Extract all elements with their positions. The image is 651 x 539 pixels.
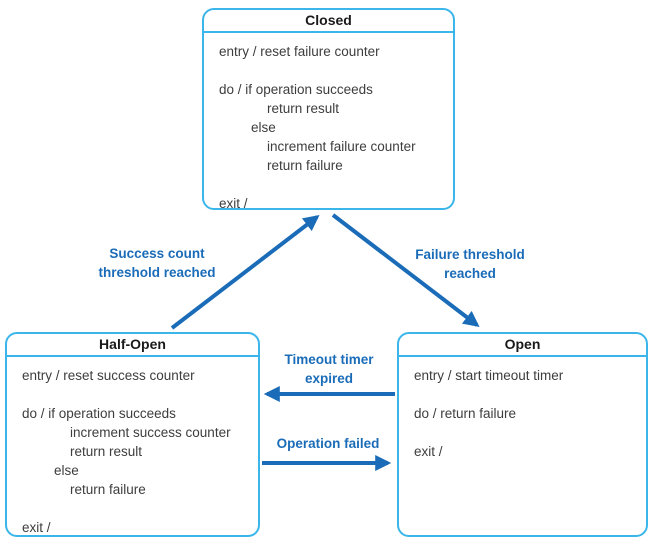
state-line: else [251, 120, 276, 135]
transition-label-timeout-expired: Timeout timer expired [284, 350, 373, 388]
state-body-half-open: entry / reset success counter do / if op… [7, 357, 258, 537]
state-title-half-open: Half-Open [7, 334, 258, 357]
state-line: entry / reset success counter [22, 368, 195, 383]
state-line: return failure [70, 482, 146, 497]
state-title-closed: Closed [204, 10, 453, 33]
state-line: do / return failure [414, 406, 517, 421]
transition-label-operation-failed: Operation failed [277, 434, 380, 453]
state-box-closed: Closed entry / reset failure counter do … [202, 8, 455, 213]
state-body-closed: entry / reset failure counter do / if op… [204, 33, 453, 213]
state-body-open: entry / start timeout timer do / return … [399, 357, 646, 461]
transition-label-success-threshold: Success count threshold reached [98, 244, 215, 282]
state-line: exit / [22, 520, 51, 535]
transition-label-line: Timeout timer [284, 352, 374, 367]
transition-label-line: expired [304, 371, 354, 386]
state-line: do / if operation succeeds [22, 406, 176, 421]
state-line: return failure [267, 158, 343, 173]
state-line: do / if operation succeeds [219, 82, 373, 97]
transition-label-line: reached [444, 266, 496, 281]
transition-label-line: Success count [109, 246, 205, 261]
state-line: return result [70, 444, 143, 459]
transition-label-line: Failure threshold [415, 247, 525, 262]
state-line: increment success counter [70, 425, 231, 440]
state-line: entry / start timeout timer [414, 368, 564, 383]
transition-label-line: Operation failed [276, 436, 380, 451]
state-line: return result [267, 101, 340, 116]
state-line: else [54, 463, 79, 478]
state-box-half-open: Half-Open entry / reset success counter … [5, 332, 260, 537]
state-line: exit / [414, 444, 443, 459]
state-line: entry / reset failure counter [219, 44, 380, 59]
state-line: exit / [219, 196, 248, 211]
state-title-open: Open [399, 334, 646, 357]
transition-label-failure-threshold: Failure threshold reached [415, 245, 525, 283]
state-line: increment failure counter [267, 139, 416, 154]
transition-label-line: threshold reached [98, 265, 216, 280]
state-box-open: Open entry / start timeout timer do / re… [397, 332, 648, 537]
